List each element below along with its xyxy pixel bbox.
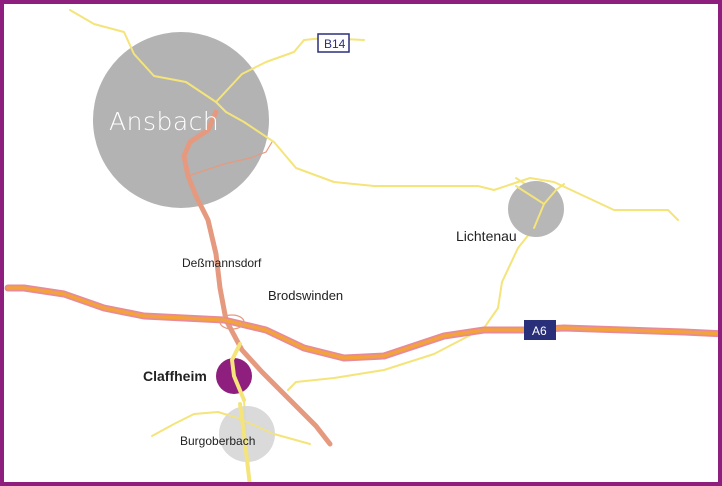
town-label-lichtenau: Lichtenau bbox=[456, 228, 517, 244]
town-label-ansbach: Ansbach bbox=[109, 107, 219, 136]
map-canvas: Ansbach Lichtenau Deßmannsdorf Brodswind… bbox=[4, 9, 718, 482]
road-sign-b14-label: B14 bbox=[324, 37, 346, 51]
highway-junction bbox=[219, 314, 245, 330]
road-sign-b14: B14 bbox=[317, 33, 350, 53]
highway-a6 bbox=[4, 284, 718, 362]
ansbach-local-road bbox=[187, 141, 273, 177]
town-label-brodswinden: Brodswinden bbox=[268, 288, 343, 303]
minor-road-east bbox=[225, 111, 679, 221]
town-label-claffheim: Claffheim bbox=[143, 368, 207, 384]
road-sign-a6-label: A6 bbox=[532, 324, 547, 338]
minor-road-north bbox=[69, 9, 227, 113]
main-road bbox=[181, 109, 333, 447]
town-label-burgoberbach: Burgoberbach bbox=[180, 434, 255, 448]
burgoberbach-area bbox=[219, 406, 275, 462]
road-sign-a6: A6 bbox=[524, 320, 556, 340]
town-label-dessmannsdorf: Deßmannsdorf bbox=[182, 256, 262, 270]
lichtenau-area bbox=[508, 181, 564, 237]
